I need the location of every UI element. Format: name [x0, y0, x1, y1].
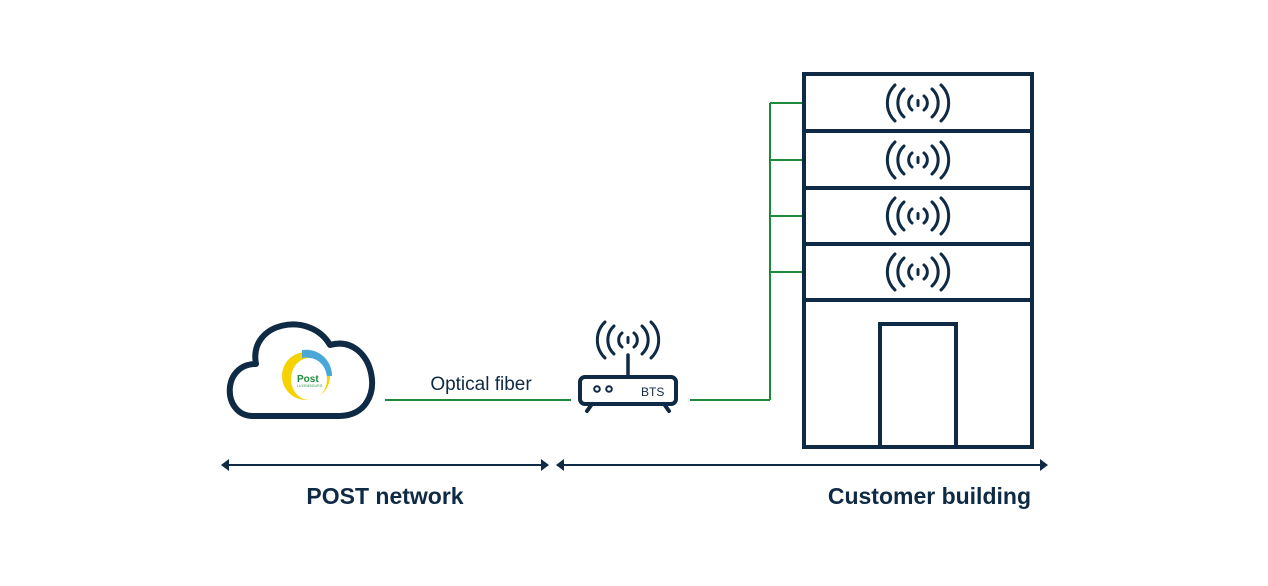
- router-bts-icon: BTS: [578, 320, 678, 413]
- post-network-arrow: [221, 459, 549, 471]
- logo-subtext: LUXEMBOURG: [297, 384, 323, 388]
- logo-text: Post: [297, 374, 319, 385]
- bts-label: BTS: [641, 385, 664, 399]
- building-icon: [802, 72, 1034, 449]
- customer-building-label: Customer building: [828, 483, 1031, 509]
- customer-building-arrow: [556, 459, 1048, 471]
- post-logo-icon: Post LUXEMBOURG: [282, 349, 333, 400]
- post-network-label: POST network: [306, 483, 463, 509]
- door-icon: [878, 322, 958, 449]
- optical-fiber-label: Optical fiber: [430, 374, 532, 395]
